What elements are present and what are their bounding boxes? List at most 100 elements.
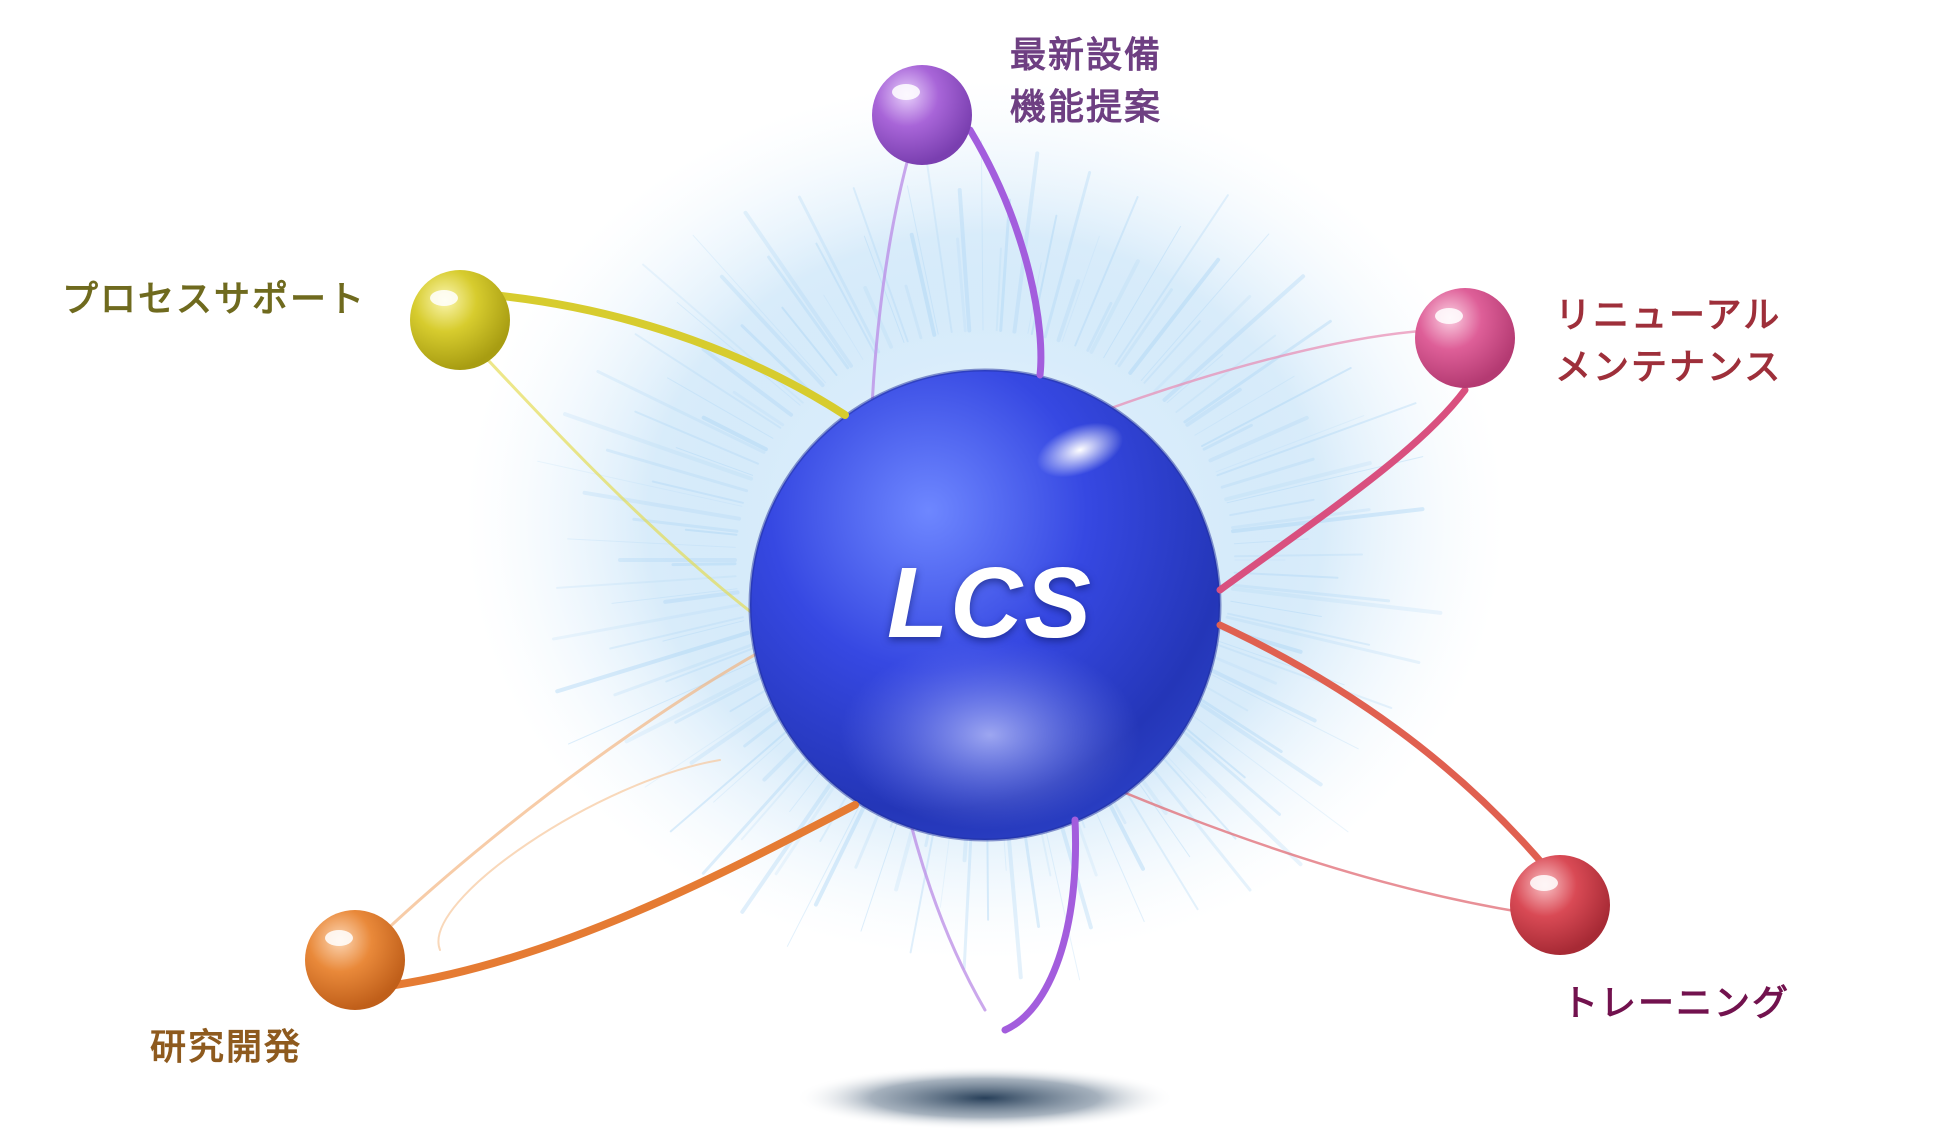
light-ray xyxy=(1175,334,1277,413)
center-label: LCS xyxy=(887,547,1093,659)
satellite-process xyxy=(410,270,510,370)
light-ray xyxy=(1061,235,1100,342)
orbit-front-process xyxy=(488,291,849,419)
light-ray xyxy=(980,140,984,331)
light-ray xyxy=(1233,538,1309,545)
light-ray xyxy=(1155,724,1303,867)
satellite-training xyxy=(1510,855,1610,955)
light-ray xyxy=(852,187,909,343)
light-ray xyxy=(1203,670,1359,750)
label-training-line-1: トレーニング xyxy=(1562,983,1791,1024)
light-ray xyxy=(1204,665,1317,723)
light-ray xyxy=(701,347,794,417)
light-ray xyxy=(999,198,1012,332)
light-ray xyxy=(1166,354,1224,404)
orbit-front-training xyxy=(1216,621,1552,874)
light-ray xyxy=(1224,461,1372,502)
floor-shadow xyxy=(795,1066,1175,1130)
light-ray xyxy=(1234,553,1363,558)
light-ray xyxy=(1210,654,1278,685)
light-ray xyxy=(689,696,788,765)
light-ray xyxy=(823,294,864,360)
light-ray xyxy=(671,562,737,567)
light-ray xyxy=(909,232,937,337)
light-ray xyxy=(665,647,755,683)
light-ray xyxy=(651,480,744,504)
orbits-front xyxy=(391,126,1552,1034)
satellite-rnd xyxy=(305,910,405,1010)
light-ray xyxy=(1220,457,1315,489)
light-ray xyxy=(1162,274,1306,402)
light-ray xyxy=(1114,194,1229,365)
light-ray xyxy=(663,590,740,604)
light-ray xyxy=(904,284,923,340)
label-equipment: 最新設備 機能提案 xyxy=(1010,30,1162,134)
light-ray xyxy=(1089,259,1140,354)
light-ray xyxy=(644,694,784,788)
light-ray xyxy=(556,575,737,589)
label-renewal-line-1: リニューアル xyxy=(1555,295,1782,336)
light-ray xyxy=(605,448,749,493)
light-ray xyxy=(1103,225,1182,359)
light-ray xyxy=(1230,600,1322,617)
light-ray xyxy=(552,603,742,641)
light-ray xyxy=(567,538,736,548)
satellite-renewal xyxy=(1415,288,1515,388)
lcs-core xyxy=(748,368,1222,842)
light-ray xyxy=(537,460,743,507)
light-ray xyxy=(781,306,838,376)
light-ray xyxy=(1188,690,1283,753)
label-equipment-line-2: 機能提案 xyxy=(1010,87,1163,128)
light-ray xyxy=(732,390,785,427)
light-ray xyxy=(563,412,754,481)
light-ray xyxy=(1231,508,1371,530)
light-ray xyxy=(1140,233,1270,381)
light-ray xyxy=(1233,571,1339,579)
light-ray xyxy=(995,247,1002,332)
light-ray xyxy=(719,274,825,388)
light-ray xyxy=(684,528,738,536)
light-ray xyxy=(1183,319,1332,424)
light-ray xyxy=(1185,693,1323,787)
light-ray xyxy=(1202,423,1253,451)
light-ray xyxy=(701,735,828,875)
light-ray xyxy=(1227,612,1371,646)
label-process-line-1: プロセスサポート xyxy=(62,279,367,320)
light-ray xyxy=(634,410,759,465)
light-ray xyxy=(1225,615,1421,664)
light-ray xyxy=(674,672,770,724)
light-ray xyxy=(613,643,755,697)
light-ray xyxy=(632,517,739,533)
light-ray xyxy=(662,620,745,642)
light-ray xyxy=(692,234,827,384)
light-ray xyxy=(1215,415,1365,473)
light-ray xyxy=(743,210,853,368)
light-ray xyxy=(1128,257,1221,375)
orbit-front-equipment-lower xyxy=(1001,816,1080,1034)
light-ray xyxy=(624,668,768,744)
light-ray xyxy=(1043,171,1092,339)
label-renewal-line-2: メンテナンス xyxy=(1555,347,1783,388)
light-ray xyxy=(1208,415,1309,463)
light-ray xyxy=(1074,196,1139,347)
orbit-front-equipment xyxy=(966,126,1045,379)
light-ray xyxy=(1165,715,1281,816)
light-ray xyxy=(611,588,738,604)
light-ray xyxy=(1086,301,1113,352)
light-ray xyxy=(1185,387,1242,427)
light-ray xyxy=(1117,288,1173,368)
satellite-equipment xyxy=(872,65,972,165)
light-ray xyxy=(568,659,761,745)
light-ray xyxy=(1194,375,1295,436)
orbit-inner-rnd xyxy=(437,759,721,951)
light-ray xyxy=(740,324,814,396)
light-ray xyxy=(582,490,742,521)
light-ray xyxy=(956,237,967,333)
light-ray xyxy=(634,333,782,429)
light-ray xyxy=(767,255,850,370)
light-ray xyxy=(1056,279,1081,343)
label-process: プロセスサポート xyxy=(62,274,366,326)
orbit-front-renewal xyxy=(1216,386,1469,594)
light-ray xyxy=(815,242,876,355)
